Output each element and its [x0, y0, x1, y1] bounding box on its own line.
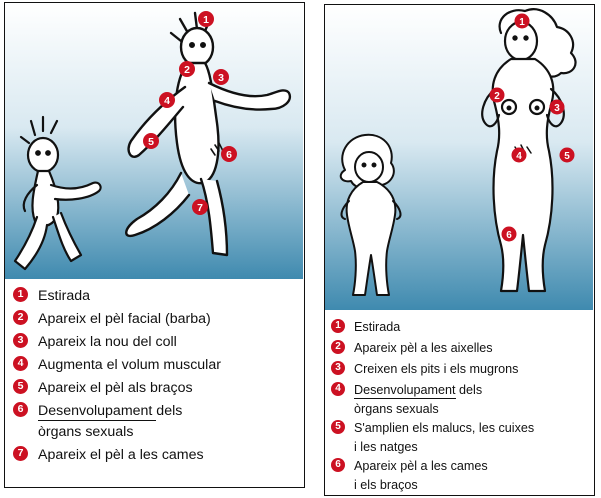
legend-item: 6 Apareix pèl a les cames i els braços: [331, 457, 593, 495]
male-legend: 1 Estirada 2 Apareix el pèl facial (barba)…: [13, 286, 303, 468]
marker-3-label: 3: [218, 72, 224, 84]
marker-6-label: 6: [226, 149, 232, 161]
legend-number: 2: [13, 310, 28, 325]
marker-1-label: 1: [519, 17, 525, 28]
marker-1-label: 1: [203, 14, 209, 26]
legend-text: S'amplien els malucs, les cuixes i les n…: [354, 419, 534, 457]
legend-item: 5 S'amplien els malucs, les cuixes i les …: [331, 419, 593, 457]
marker-4-label: 4: [164, 95, 170, 107]
legend-number: 7: [13, 446, 28, 461]
legend-item: 3 Apareix la nou del coll: [13, 332, 303, 355]
marker-2-label: 2: [494, 91, 500, 102]
legend-text: Desenvolupament dels òrgans sexuals: [354, 381, 482, 419]
legend-text: Creixen els pits i els mugrons: [354, 360, 518, 379]
legend-text: Estirada: [38, 286, 90, 307]
male-illustration: 1 2 3 4 5 6 7: [5, 3, 303, 279]
legend-item: 5 Apareix el pèl als braços: [13, 378, 303, 401]
legend-number: 1: [13, 287, 28, 302]
legend-item: 6 Desenvolupament dels òrgans sexuals: [13, 401, 303, 445]
marker-7-label: 7: [197, 202, 203, 214]
legend-item: 2 Apareix el pèl facial (barba): [13, 309, 303, 332]
female-illustration: 1 2 3 4 5 6: [325, 5, 593, 310]
legend-number: 4: [331, 382, 345, 396]
legend-text: Desenvolupament dels òrgans sexuals: [38, 401, 182, 443]
legend-text: Apareix el pèl facial (barba): [38, 309, 211, 330]
legend-number: 4: [13, 356, 28, 371]
legend-number: 6: [331, 458, 345, 472]
legend-number: 3: [331, 361, 345, 375]
marker-5-label: 5: [148, 136, 154, 148]
legend-number: 5: [13, 379, 28, 394]
marker-5-label: 5: [564, 151, 570, 162]
marker-3-label: 3: [554, 103, 560, 114]
legend-text: Apareix la nou del coll: [38, 332, 177, 353]
legend-number: 6: [13, 402, 28, 417]
legend-text: Apareix pèl a les aixelles: [354, 339, 493, 358]
legend-item: 1 Estirada: [13, 286, 303, 309]
legend-item: 3 Creixen els pits i els mugrons: [331, 360, 593, 381]
legend-text: Augmenta el volum muscular: [38, 355, 221, 376]
legend-text: Estirada: [354, 318, 400, 337]
marker-4-label: 4: [516, 151, 522, 162]
legend-item: 4 Augmenta el volum muscular: [13, 355, 303, 378]
legend-text: Apareix el pèl als braços: [38, 378, 193, 399]
legend-number: 1: [331, 319, 345, 333]
marker-2-label: 2: [184, 64, 190, 76]
legend-item: 2 Apareix pèl a les aixelles: [331, 339, 593, 360]
legend-text: Apareix pèl a les cames i els braços: [354, 457, 488, 495]
legend-number: 5: [331, 420, 345, 434]
legend-number: 2: [331, 340, 345, 354]
legend-item: 4 Desenvolupament dels òrgans sexuals: [331, 381, 593, 419]
legend-text: Apareix el pèl a les cames: [38, 445, 204, 466]
legend-item: 1 Estirada: [331, 318, 593, 339]
legend-item: 7 Apareix el pèl a les cames: [13, 445, 303, 468]
marker-6-label: 6: [506, 230, 512, 241]
legend-number: 3: [13, 333, 28, 348]
